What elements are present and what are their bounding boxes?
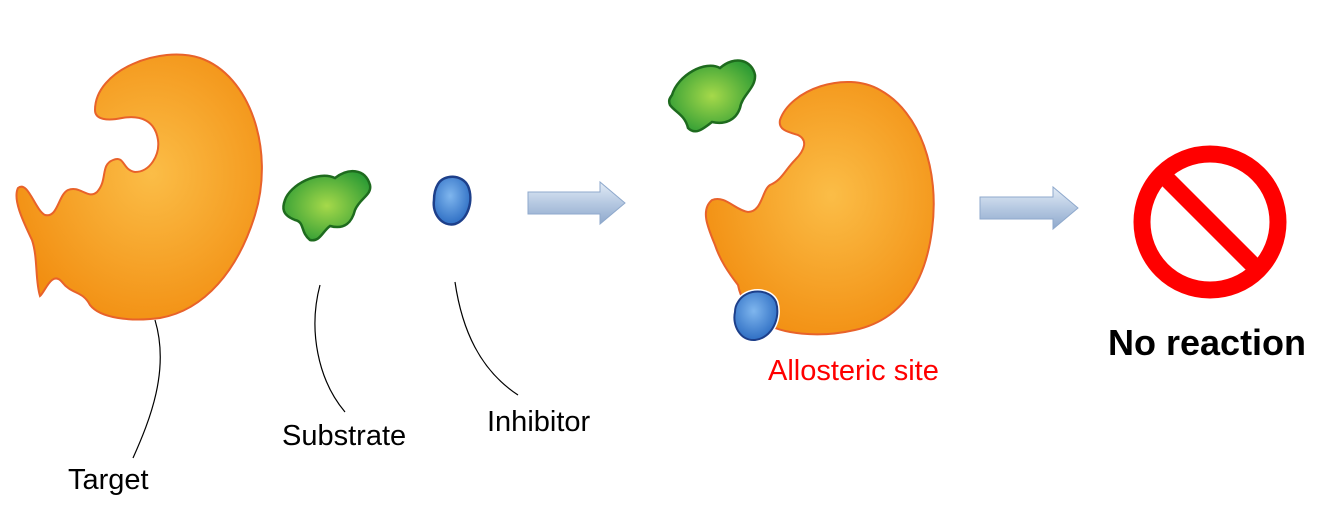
substrate-label: Substrate: [282, 420, 407, 452]
prohibition-sign-icon: [1133, 145, 1287, 299]
rejected-substrate: [667, 59, 757, 133]
inhibitor-label: Inhibitor: [487, 406, 591, 438]
step-arrow-2: [979, 185, 1079, 231]
bound-inhibitor: [731, 289, 780, 343]
target-label: Target: [68, 464, 149, 496]
target-enzyme: [15, 53, 263, 321]
allosteric-site-label: Allosteric site: [768, 355, 939, 387]
target-leader-line: [132, 319, 161, 459]
step-arrow-1: [527, 180, 626, 226]
substrate-molecule: [282, 170, 372, 242]
inhibited-enzyme: [704, 81, 935, 336]
substrate-leader-line: [314, 284, 346, 413]
no-reaction-label: No reaction: [1108, 322, 1307, 363]
inhibitor-molecule: [432, 175, 472, 226]
inhibitor-leader-line: [454, 281, 519, 396]
leader-lines: [132, 281, 519, 459]
